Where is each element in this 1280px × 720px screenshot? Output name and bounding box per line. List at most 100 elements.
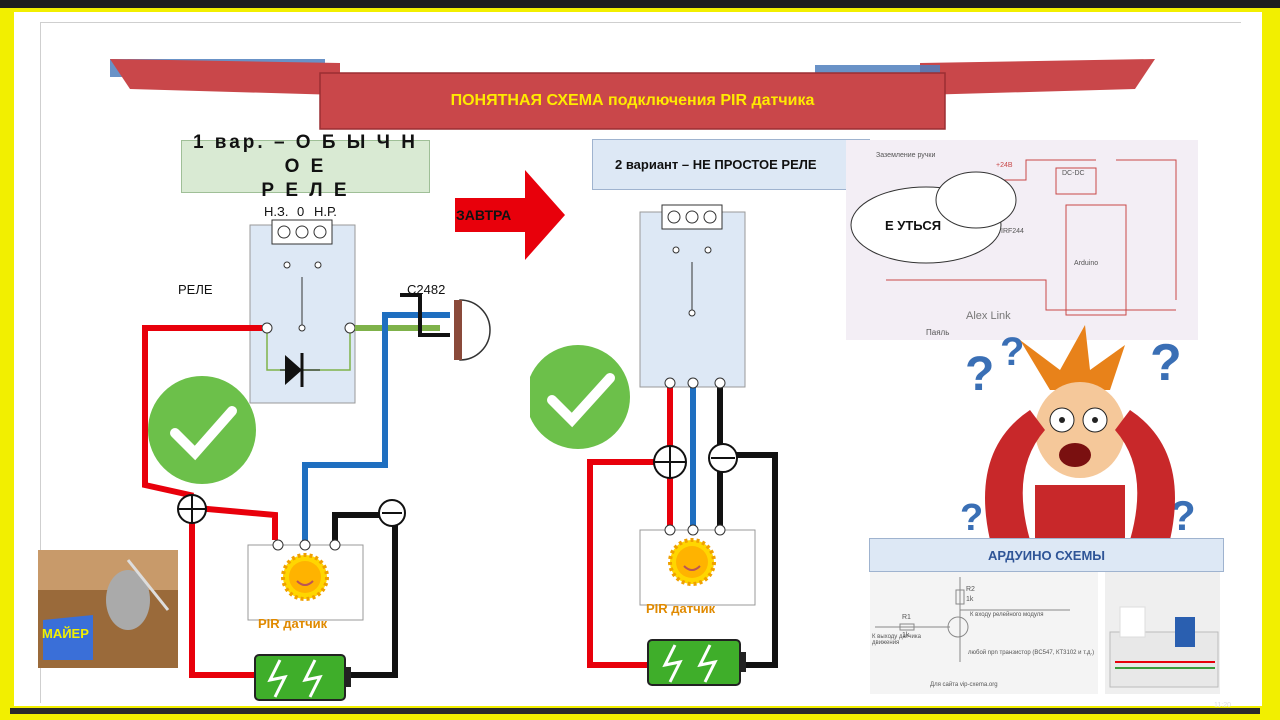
bolt-icon bbox=[697, 644, 718, 683]
wire-blue bbox=[302, 312, 450, 545]
battery-tip bbox=[345, 667, 351, 687]
knight-sky bbox=[38, 550, 178, 590]
banner-ribbon-left bbox=[110, 59, 340, 95]
contact-point bbox=[298, 324, 306, 332]
terminal-label-nz-text: Н.З. bbox=[264, 204, 289, 219]
bolt-icon bbox=[662, 644, 683, 683]
relay-terminal bbox=[344, 322, 356, 334]
contact-point bbox=[688, 309, 696, 317]
bolt-icon bbox=[302, 659, 323, 698]
relay-module bbox=[1175, 617, 1195, 647]
arrow-icon bbox=[455, 170, 565, 260]
schematic-label: Alex Link bbox=[966, 310, 1011, 322]
wire-black-v2 bbox=[717, 383, 778, 668]
schematic-dcdc bbox=[1055, 167, 1097, 195]
knight-figure bbox=[106, 570, 150, 630]
top-window-bar bbox=[0, 0, 1280, 10]
variant1-title-line1: 1 вар. – О Б Ы Ч Н О Е bbox=[192, 131, 419, 177]
arduino-label: R1 bbox=[902, 614, 911, 621]
wire-black-battery bbox=[340, 515, 398, 678]
pir-module bbox=[1119, 606, 1146, 638]
channel-logo-knight: МАЙЕР bbox=[38, 550, 178, 668]
schematic-label: Паяль bbox=[926, 328, 950, 337]
relay-terminal bbox=[261, 322, 273, 334]
sensor-pin bbox=[272, 539, 284, 551]
schematic-label: IRF244 bbox=[1001, 228, 1024, 235]
taskbar-clock[interactable]: 11:20 bbox=[1214, 702, 1231, 709]
pir-label-v2: PIR датчик bbox=[646, 601, 716, 616]
relay2-pin bbox=[664, 377, 676, 389]
check-mark bbox=[547, 373, 615, 428]
yellow-frame-top bbox=[0, 8, 1280, 12]
sensor-pin bbox=[687, 524, 699, 536]
badge-label: МАЙЕР bbox=[42, 626, 89, 641]
schematic-arduino bbox=[1065, 204, 1127, 316]
check-icon bbox=[148, 376, 256, 484]
contact-point bbox=[704, 246, 712, 254]
banner-ribbon-right bbox=[920, 59, 1155, 95]
confused-character-image: ? ? ? ? ? bbox=[960, 325, 1196, 540]
variant2-title: 2 вариант – НЕ ПРОСТОЕ РЕЛЕ bbox=[615, 157, 817, 172]
schematic-label: DC-DC bbox=[1062, 170, 1085, 177]
sun-face bbox=[289, 561, 321, 593]
schematic-line bbox=[886, 279, 1176, 311]
question-mark-icon: ? bbox=[965, 348, 994, 401]
relay2-pin bbox=[714, 377, 726, 389]
terminal-label-nz: Н.З. bbox=[264, 204, 288, 219]
question-mark-icon: ? bbox=[1000, 330, 1024, 374]
contact-point bbox=[672, 246, 680, 254]
breadboard-image bbox=[1105, 572, 1220, 694]
terminal-screw bbox=[685, 210, 699, 224]
terminal-screw bbox=[313, 225, 327, 239]
check-mark bbox=[170, 406, 237, 461]
arduino-label: К входу релейного модуля bbox=[970, 612, 1044, 618]
cloud-text: Е УТЬСЯ bbox=[885, 218, 942, 233]
battery-tip bbox=[740, 652, 746, 672]
terminal-screw bbox=[295, 225, 309, 239]
arduino-label: любой npn транзистор (BC547, КТ3102 и т.… bbox=[968, 650, 1095, 656]
relay-label: РЕЛЕ bbox=[178, 282, 213, 297]
transistor-icon bbox=[947, 616, 969, 638]
arduino-schemes-header: АРДУИНО СХЕМЫ bbox=[869, 538, 1224, 572]
title-banner bbox=[110, 59, 1155, 130]
breadboard-drawing bbox=[1109, 606, 1219, 688]
sun-smile bbox=[683, 565, 701, 571]
shirt bbox=[1035, 485, 1125, 540]
mouth bbox=[1059, 443, 1091, 467]
schematic-line bbox=[1116, 159, 1177, 300]
arm-right bbox=[1115, 410, 1175, 540]
bolt-icon bbox=[267, 659, 288, 698]
yellow-frame-left bbox=[0, 8, 14, 720]
variant1-title-box: 1 вар. – О Б Ы Ч Н О Е Р Е Л Е bbox=[181, 132, 430, 201]
terminal-label-zero: 0 bbox=[297, 204, 305, 219]
battery-icon-v2 bbox=[647, 639, 741, 686]
tomorrow-arrow bbox=[455, 170, 565, 260]
resistor-r2 bbox=[955, 589, 965, 605]
check-icon-v2 bbox=[530, 345, 630, 449]
hair-icon bbox=[1020, 325, 1125, 390]
arduino-label: Для сайта vip-cxema.org bbox=[930, 682, 998, 688]
arduino-label: R2 bbox=[966, 586, 975, 593]
contact-point bbox=[314, 261, 322, 269]
terminal-label-nr: Н.Р. bbox=[314, 204, 337, 219]
schematic-label: Arduino bbox=[1074, 260, 1099, 267]
pir-label-v1: PIR датчик bbox=[258, 616, 328, 631]
sun-face bbox=[676, 546, 708, 578]
schematic-label: Заземление ручки bbox=[876, 152, 936, 159]
sensor-pin bbox=[664, 524, 676, 536]
variant2-diagram bbox=[530, 204, 778, 686]
arm-left bbox=[985, 410, 1045, 540]
yellow-frame-right bbox=[1262, 8, 1280, 720]
arduino-label: К выходу датчика движения bbox=[872, 634, 921, 646]
relay2-pin bbox=[687, 377, 699, 389]
terminal-screw bbox=[703, 210, 717, 224]
page-title: ПОНЯТНАЯ СХЕМА подключения PIR датчика bbox=[450, 92, 815, 109]
breadboard-body bbox=[1109, 631, 1219, 688]
load-bulb-icon bbox=[459, 299, 491, 361]
terminal-screw bbox=[277, 225, 291, 239]
wire-red-v2-battery bbox=[587, 459, 670, 668]
variant1-diagram bbox=[142, 219, 491, 701]
pupil bbox=[1092, 417, 1098, 423]
arduino-label: 1k bbox=[902, 632, 910, 639]
schematic-label: +24В bbox=[996, 162, 1013, 169]
